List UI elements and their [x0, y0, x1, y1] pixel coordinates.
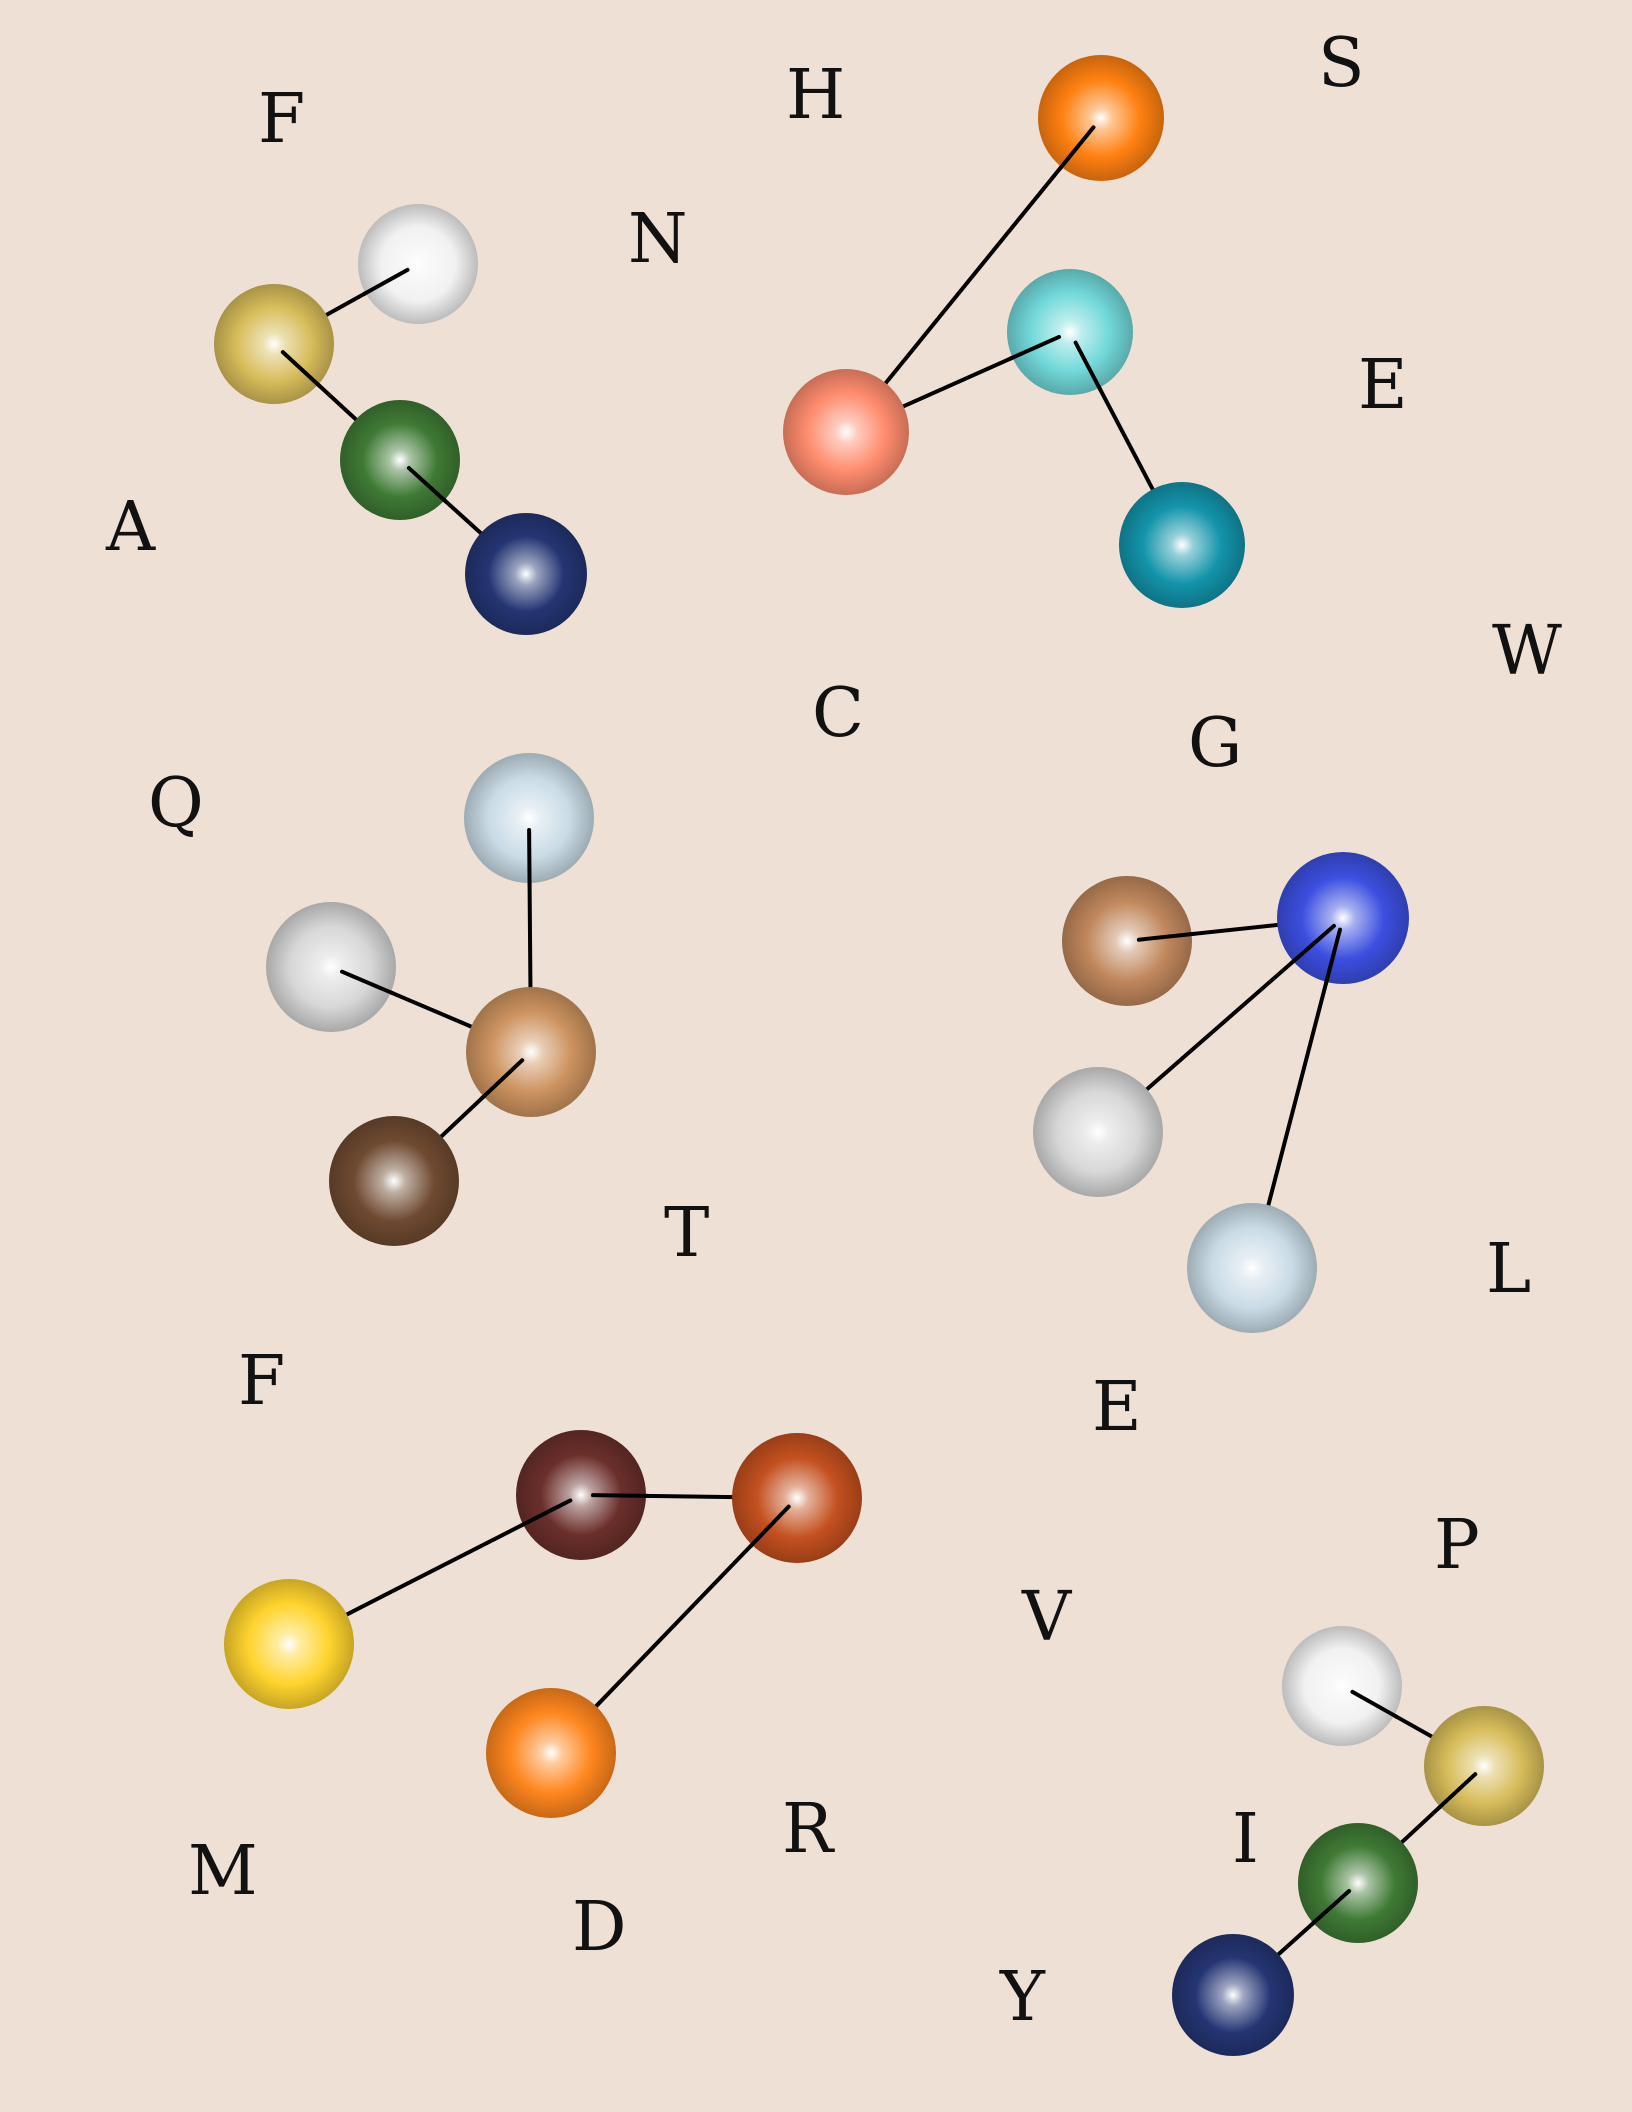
molecule-5-bond-1-inner	[590, 1493, 650, 1498]
molecule-6-atom-2	[1424, 1706, 1544, 1826]
molecule-6-bond-2-inner	[1436, 1772, 1478, 1811]
label-y: Y	[999, 1958, 1046, 2037]
molecule-5-atom-4	[486, 1688, 616, 1818]
molecule-1-atom-1	[358, 204, 478, 324]
molecule-6-atom-4	[1172, 1934, 1294, 2056]
molecule-layer	[214, 55, 1544, 2056]
molecule-6-atom-1	[1282, 1626, 1402, 1746]
molecule-2-atom-3	[783, 369, 909, 495]
molecule-2	[783, 55, 1245, 608]
molecule-4-atom-4	[1187, 1203, 1317, 1333]
label-i: I	[1232, 1800, 1259, 1879]
molecule-5-atom-3	[224, 1579, 354, 1709]
molecule-6	[1172, 1626, 1544, 2056]
label-a: A	[105, 488, 156, 567]
label-f-bottom: F	[238, 1342, 285, 1421]
molecule-3-atom-2	[266, 902, 396, 1032]
label-w: W	[1492, 612, 1562, 691]
label-e-lower: E	[1092, 1368, 1142, 1447]
molecule-4-bond-2-inner	[1289, 923, 1336, 965]
molecule-4-bond-1-inner	[1136, 931, 1196, 942]
molecule-4-atom-2	[1277, 852, 1409, 984]
label-r: R	[782, 1790, 835, 1869]
molecule-5-bond-2-inner	[519, 1498, 573, 1528]
molecule-6-bond-1-inner	[1350, 1689, 1399, 1719]
label-layer: F H S N E A W C G Q T L F E P V I R M D …	[105, 24, 1562, 2037]
molecule-3-bond-3-inner	[480, 1058, 525, 1100]
label-e-upper: E	[1358, 346, 1408, 425]
label-s: S	[1318, 24, 1365, 103]
molecule-1-atom-4	[465, 513, 587, 635]
molecule-2-bond-3-inner	[1073, 340, 1103, 392]
molecule-1-bond-1-inner	[361, 267, 410, 297]
molecule-2-atom-1	[1038, 55, 1164, 181]
molecule-3-bond-2-inner	[340, 969, 395, 996]
molecule-6-atom-3	[1298, 1823, 1418, 1943]
label-c: C	[812, 674, 864, 753]
label-q: Q	[148, 764, 204, 843]
molecule-6-bond-3-inner	[1309, 1889, 1352, 1927]
molecule-5-bond-3-inner	[748, 1504, 791, 1549]
molecule-1-bond-2-inner	[280, 350, 322, 388]
molecule-1-bond-3-inner	[406, 466, 448, 504]
molecule-4	[1033, 852, 1409, 1333]
molecule-2-bond-2-inner	[1008, 334, 1062, 361]
label-l: L	[1486, 1230, 1531, 1309]
label-h: H	[786, 56, 845, 135]
label-n: N	[628, 200, 688, 279]
label-m: M	[188, 1832, 258, 1911]
molecule-3	[266, 753, 596, 1246]
label-f-top: F	[258, 80, 305, 159]
molecule-5	[224, 1430, 862, 1818]
molecule-4-atom-1	[1062, 876, 1192, 1006]
molecule-2-atom-4	[1119, 482, 1245, 608]
molecule-5-atom-1	[516, 1430, 646, 1560]
molecule-2-bond-1	[881, 125, 1096, 388]
molecule-3-atom-4	[329, 1116, 459, 1246]
molecule-3-atom-1	[464, 753, 594, 883]
molecule-1	[214, 204, 587, 635]
molecule-2-bond-1-inner	[1058, 125, 1096, 171]
label-d: D	[572, 1888, 627, 1967]
label-p: P	[1434, 1506, 1480, 1585]
label-v: V	[1021, 1578, 1073, 1657]
molecule-1-atom-3	[340, 400, 460, 520]
label-t: T	[664, 1194, 709, 1273]
molecule-2-atom-2	[1007, 269, 1133, 395]
molecule-1-atom-2	[214, 284, 334, 404]
label-g: G	[1188, 704, 1242, 783]
molecule-4-bond-3-inner	[1323, 927, 1342, 986]
molecule-4-atom-3	[1033, 1067, 1163, 1197]
